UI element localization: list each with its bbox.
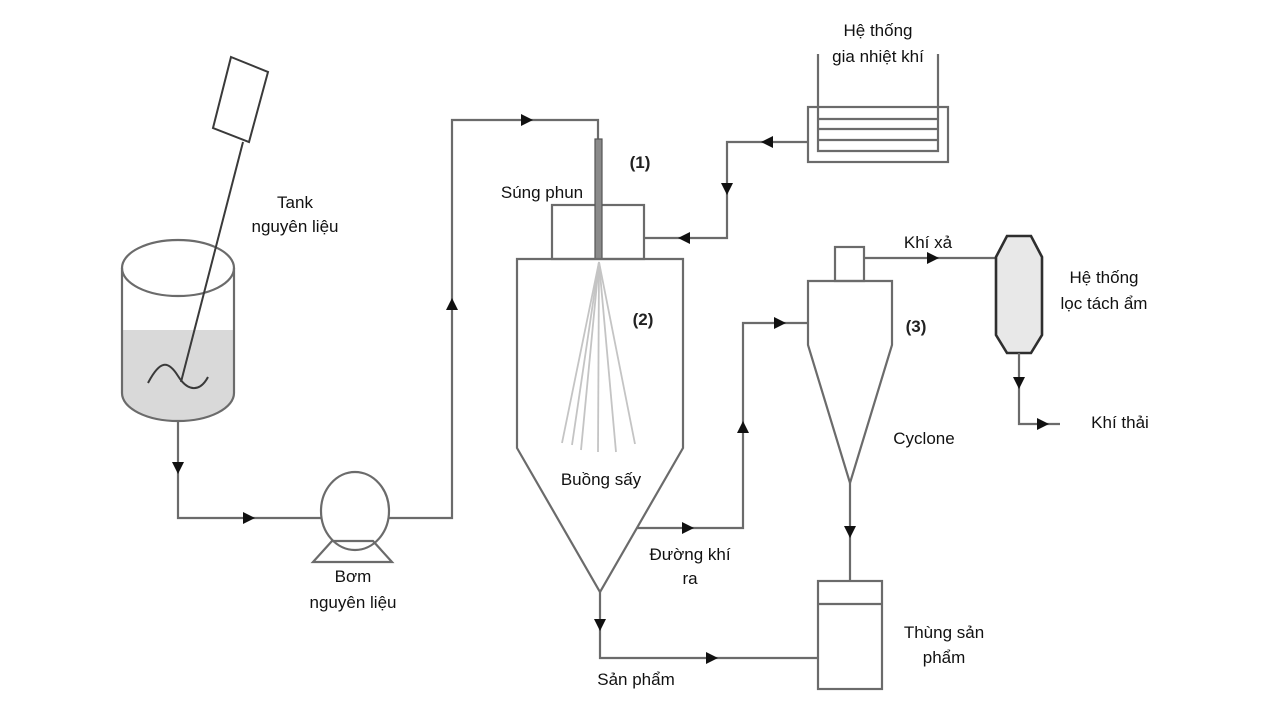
spray-nozzle	[594, 138, 603, 260]
feed-pump	[310, 470, 395, 564]
pump-label-line1: Bơm	[335, 567, 372, 586]
product-bin	[816, 579, 884, 691]
flow-arrow-right-icon	[927, 252, 939, 264]
tank-top-rim	[120, 238, 236, 298]
pump-base	[310, 539, 395, 564]
stirrer-motor	[211, 55, 270, 144]
flow-arrow-right-icon	[243, 512, 255, 524]
product-bin-label-line1: Thùng sản	[904, 623, 984, 642]
cyclone	[806, 245, 894, 487]
flow-arrow-down-icon	[172, 462, 184, 474]
tank-bottom	[120, 392, 236, 423]
flow-arrow-down-icon	[844, 526, 856, 538]
flow-arrow-left-icon	[678, 232, 690, 244]
flow-arrow-right-icon	[774, 317, 786, 329]
marker-2: (2)	[633, 310, 654, 329]
flow-arrow-down-icon	[721, 183, 733, 195]
flow-arrow-right-icon	[682, 522, 694, 534]
cyclone-outlet-stack	[833, 245, 866, 283]
gas-outlet-label-line2: ra	[682, 569, 698, 588]
waste-gas-label: Khí thải	[1091, 413, 1149, 432]
stirrer-blade	[147, 363, 209, 390]
exhaust-label: Khí xả	[904, 233, 953, 252]
cyclone-body	[806, 279, 894, 487]
flow-arrow-up-icon	[737, 421, 749, 433]
bin-body	[816, 579, 884, 691]
heater-box	[806, 105, 950, 164]
flow-arrow-right-icon	[1037, 418, 1049, 430]
spray-gun-label: Súng phun	[501, 183, 583, 202]
heater-coil-frame	[816, 54, 940, 153]
product-label: Sản phẩm	[597, 670, 675, 689]
pump-label-line2: nguyên liệu	[310, 593, 397, 612]
flow-arrow-right-icon	[521, 114, 533, 126]
flow-arrow-down-icon	[594, 619, 606, 631]
tank-label-line2: nguyên liệu	[252, 217, 339, 236]
cyclone-label: Cyclone	[893, 429, 954, 448]
dehumidifier-label-line2: lọc tách ẩm	[1061, 294, 1148, 313]
pump-body	[319, 470, 391, 552]
heater-label-line1: Hệ thống	[844, 21, 913, 40]
flow-arrow-left-icon	[761, 136, 773, 148]
stirrer-shaft	[180, 141, 244, 383]
flow-arrow-up-icon	[446, 298, 458, 310]
dehumidifier-label-line1: Hệ thống	[1070, 268, 1139, 287]
dehumidifier-filter	[994, 234, 1044, 355]
pump-to-nozzle-pipe	[389, 118, 600, 520]
marker-3: (3)	[906, 317, 927, 336]
feed-tank	[120, 55, 270, 423]
spray-pattern	[561, 261, 636, 453]
gas-outlet-label-line1: Đường khí	[649, 545, 730, 564]
drying-chamber-label: Buồng sấy	[561, 470, 642, 489]
marker-1: (1)	[630, 153, 651, 172]
product-pipe	[598, 592, 818, 660]
flow-arrow-right-icon	[706, 652, 718, 664]
air-heater	[806, 54, 950, 164]
chamber-outline	[515, 257, 685, 595]
tank-label-line1: Tank	[277, 193, 313, 212]
product-bin-label-line2: phẩm	[923, 648, 966, 667]
gas-outlet-pipe	[637, 321, 808, 530]
drying-chamber	[515, 257, 685, 595]
flow-arrow-down-icon	[1013, 377, 1025, 389]
waste-gas-pipe	[1017, 353, 1060, 426]
tank-to-pump-pipe	[176, 421, 322, 520]
heater-label-line2: gia nhiệt khí	[832, 47, 924, 66]
